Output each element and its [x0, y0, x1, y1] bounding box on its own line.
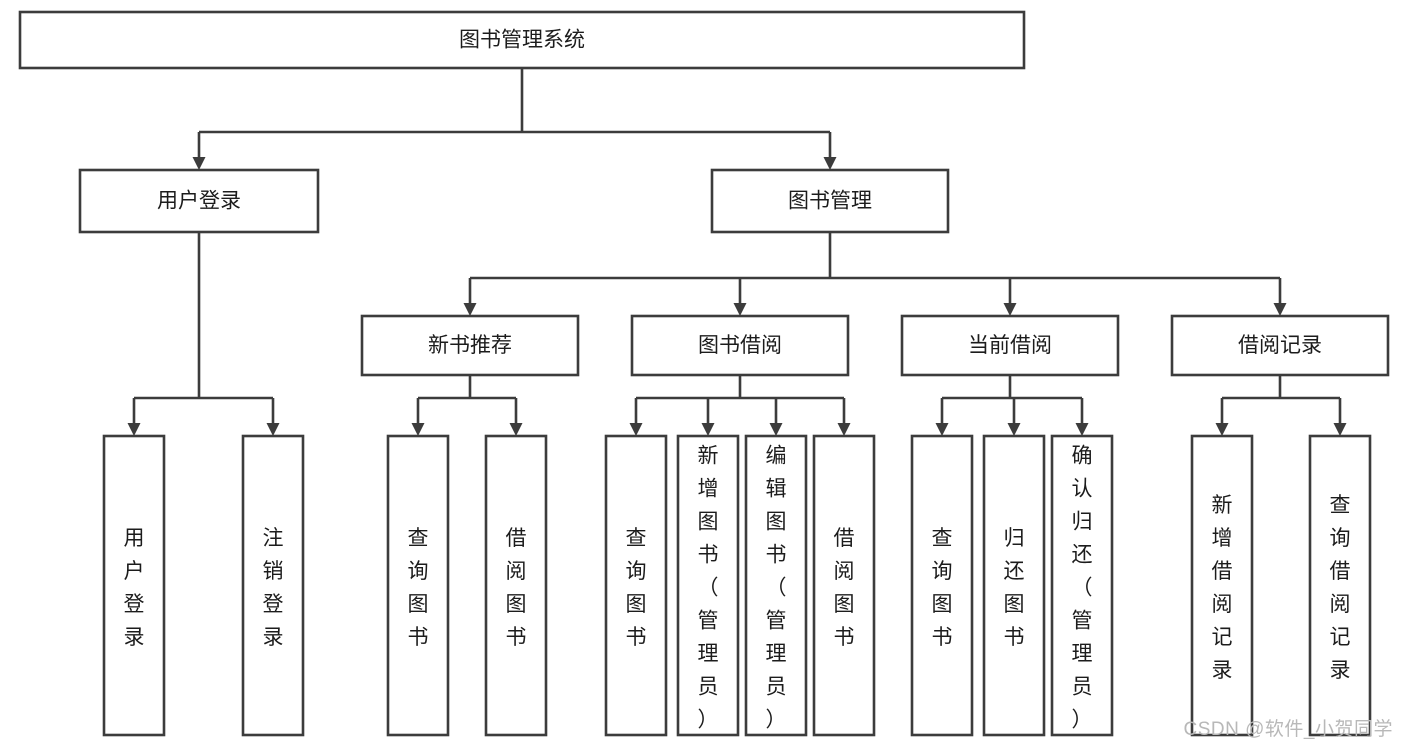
node-box	[386, 434, 450, 737]
node-label: 借阅图书	[834, 527, 855, 649]
connector-arrowhead	[463, 303, 477, 316]
node-box	[710, 168, 950, 234]
connector-arrowhead	[411, 423, 425, 436]
node-label: 查询图书	[932, 527, 953, 649]
node-label: 用户登录	[157, 190, 241, 213]
node-leaf-add-record[interactable]: 新增借阅记录	[1190, 434, 1254, 737]
connector-layer	[127, 68, 1347, 436]
connector-arrowhead	[935, 423, 949, 436]
node-label: 归还图书	[1004, 527, 1025, 649]
node-box	[744, 434, 808, 737]
connector-arrowhead	[192, 157, 206, 170]
node-leaf-add-book[interactable]: 新增图书（管理员）	[676, 434, 740, 737]
node-layer: 图书管理系统用户登录图书管理新书推荐图书借阅当前借阅借阅记录用户登录注销登录查询…	[18, 10, 1390, 737]
connector-arrowhead	[1215, 423, 1229, 436]
node-label: 图书管理系统	[459, 29, 585, 52]
node-leaf-query-book-2[interactable]: 查询图书	[604, 434, 668, 737]
node-label: 图书管理	[788, 190, 872, 213]
node-box	[1050, 434, 1114, 737]
node-box	[1308, 434, 1372, 737]
node-label: 查询借阅记录	[1330, 494, 1351, 682]
node-leaf-borrow-book-1[interactable]: 借阅图书	[484, 434, 548, 737]
connector-arrowhead	[1273, 303, 1287, 316]
node-box	[910, 434, 974, 737]
watermark-label: CSDN @软件_小贺同学	[1183, 719, 1393, 740]
connector-arrowhead	[823, 157, 837, 170]
node-label: 编辑图书（管理员）	[766, 445, 787, 732]
connector-arrowhead	[1003, 303, 1017, 316]
node-label: 图书借阅	[698, 334, 782, 357]
node-box	[900, 314, 1120, 377]
node-box	[812, 434, 876, 737]
node-leaf-edit-book[interactable]: 编辑图书（管理员）	[744, 434, 808, 737]
node-current-borrow[interactable]: 当前借阅	[900, 314, 1120, 377]
node-box	[360, 314, 580, 377]
connector-arrowhead	[266, 423, 280, 436]
node-label: 注销登录	[263, 527, 284, 649]
connector-arrowhead	[1007, 423, 1021, 436]
node-new-book-rec[interactable]: 新书推荐	[360, 314, 580, 377]
connector-arrowhead	[733, 303, 747, 316]
node-leaf-query-record[interactable]: 查询借阅记录	[1308, 434, 1372, 737]
connector-arrowhead	[1075, 423, 1089, 436]
node-label: 查询图书	[408, 527, 429, 649]
node-label: 新增图书（管理员）	[698, 445, 719, 732]
node-label: 查询图书	[626, 527, 647, 649]
connector-arrowhead	[509, 423, 523, 436]
node-leaf-confirm-return[interactable]: 确认归还（管理员）	[1050, 434, 1114, 737]
node-box	[1190, 434, 1254, 737]
connector-arrowhead	[769, 423, 783, 436]
node-user-login[interactable]: 用户登录	[78, 168, 320, 234]
connector-arrowhead	[701, 423, 715, 436]
node-leaf-return-book[interactable]: 归还图书	[982, 434, 1046, 737]
node-leaf-query-book-1[interactable]: 查询图书	[386, 434, 450, 737]
node-label: 借阅记录	[1238, 334, 1322, 357]
node-box	[78, 168, 320, 234]
node-label: 用户登录	[124, 527, 145, 649]
node-box	[604, 434, 668, 737]
node-box	[1170, 314, 1390, 377]
node-label: 当前借阅	[968, 334, 1052, 357]
node-leaf-borrow-book-2[interactable]: 借阅图书	[812, 434, 876, 737]
node-label: 确认归还（管理员）	[1072, 445, 1093, 732]
connector-arrowhead	[629, 423, 643, 436]
node-book-borrow[interactable]: 图书借阅	[630, 314, 850, 377]
connector-arrowhead	[837, 423, 851, 436]
node-box	[102, 434, 166, 737]
node-box	[676, 434, 740, 737]
node-label: 新书推荐	[428, 334, 512, 357]
node-label: 借阅图书	[506, 527, 527, 649]
connector-arrowhead	[127, 423, 141, 436]
node-root[interactable]: 图书管理系统	[18, 10, 1026, 70]
node-leaf-user-login[interactable]: 用户登录	[102, 434, 166, 737]
node-label: 新增借阅记录	[1212, 494, 1233, 682]
node-leaf-user-logout[interactable]: 注销登录	[241, 434, 305, 737]
node-box	[241, 434, 305, 737]
node-box	[18, 10, 1026, 70]
node-leaf-query-book-3[interactable]: 查询图书	[910, 434, 974, 737]
node-borrow-record[interactable]: 借阅记录	[1170, 314, 1390, 377]
node-box	[982, 434, 1046, 737]
node-box	[484, 434, 548, 737]
connector-arrowhead	[1333, 423, 1347, 436]
node-book-mgmt[interactable]: 图书管理	[710, 168, 950, 234]
node-box	[630, 314, 850, 377]
